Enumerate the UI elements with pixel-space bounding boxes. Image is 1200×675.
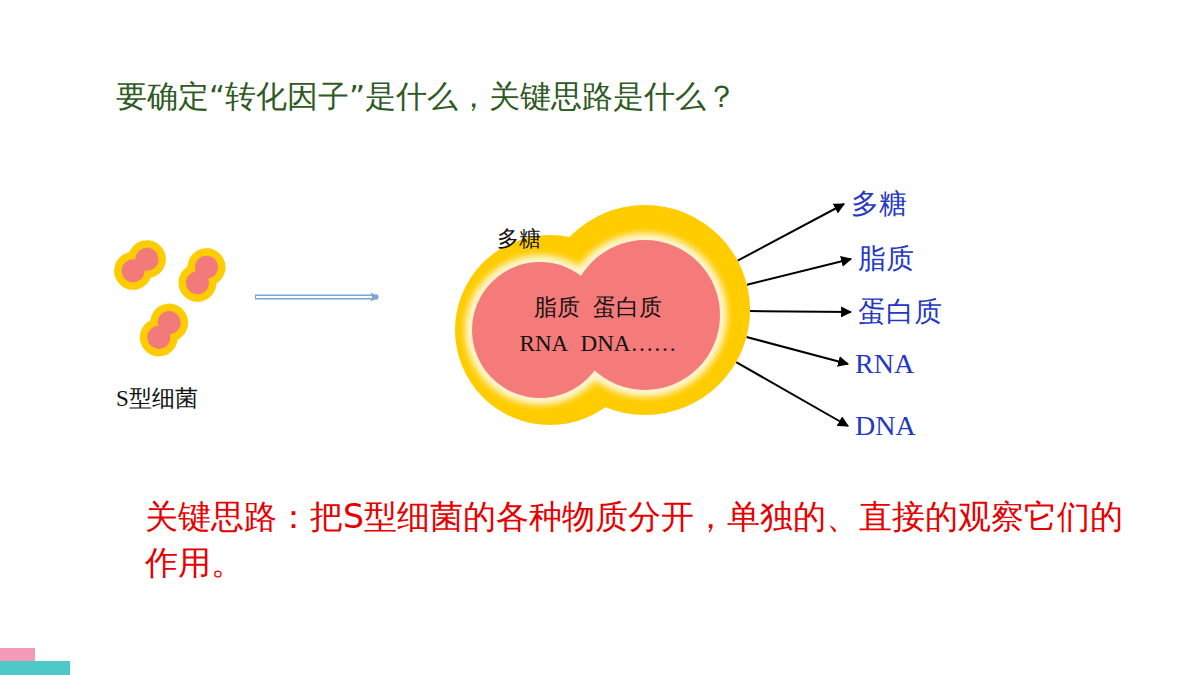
separation-arrow (736, 362, 848, 426)
bacterium-cell: 多糖脂质 蛋白质RNA DNA…… (455, 180, 755, 430)
substance-output: 脂质 (855, 238, 917, 280)
substance-name: 蛋白质 (858, 293, 942, 331)
substance-name: 脂质 (858, 240, 914, 278)
substance-name: RNA (855, 348, 914, 380)
key-idea-note: 关键思路：把S型细菌的各种物质分开，单独的、直接的观察它们的作用。 (145, 494, 1145, 586)
separation-arrow (750, 310, 851, 313)
bacteria-group: S型细菌 (100, 235, 250, 420)
substance-output: RNA (852, 346, 917, 382)
substance-name: 多糖 (851, 185, 907, 223)
arrow-inner (256, 296, 372, 298)
substance-list: RNA DNA…… (520, 326, 677, 362)
corner-bar (0, 661, 70, 675)
substance-output: 蛋白质 (855, 291, 945, 333)
corner-bar (0, 648, 35, 661)
process-arrow (255, 295, 378, 300)
substance-list: 脂质 蛋白质 (534, 290, 663, 326)
substance-output: DNA (852, 408, 919, 444)
separation-arrow (738, 204, 844, 261)
cytoplasm: 脂质 蛋白质RNA DNA…… (470, 238, 726, 400)
substance-output: 多糖 (848, 183, 910, 225)
bacteria-label: S型细菌 (116, 383, 198, 414)
capsule-label: 多糖 (497, 224, 541, 254)
substance-name: DNA (855, 410, 916, 442)
slide-title: 要确定“转化因子”是什么，关键思路是什么？ (116, 76, 737, 118)
separation-arrow (747, 259, 851, 285)
separation-arrow (746, 337, 848, 364)
